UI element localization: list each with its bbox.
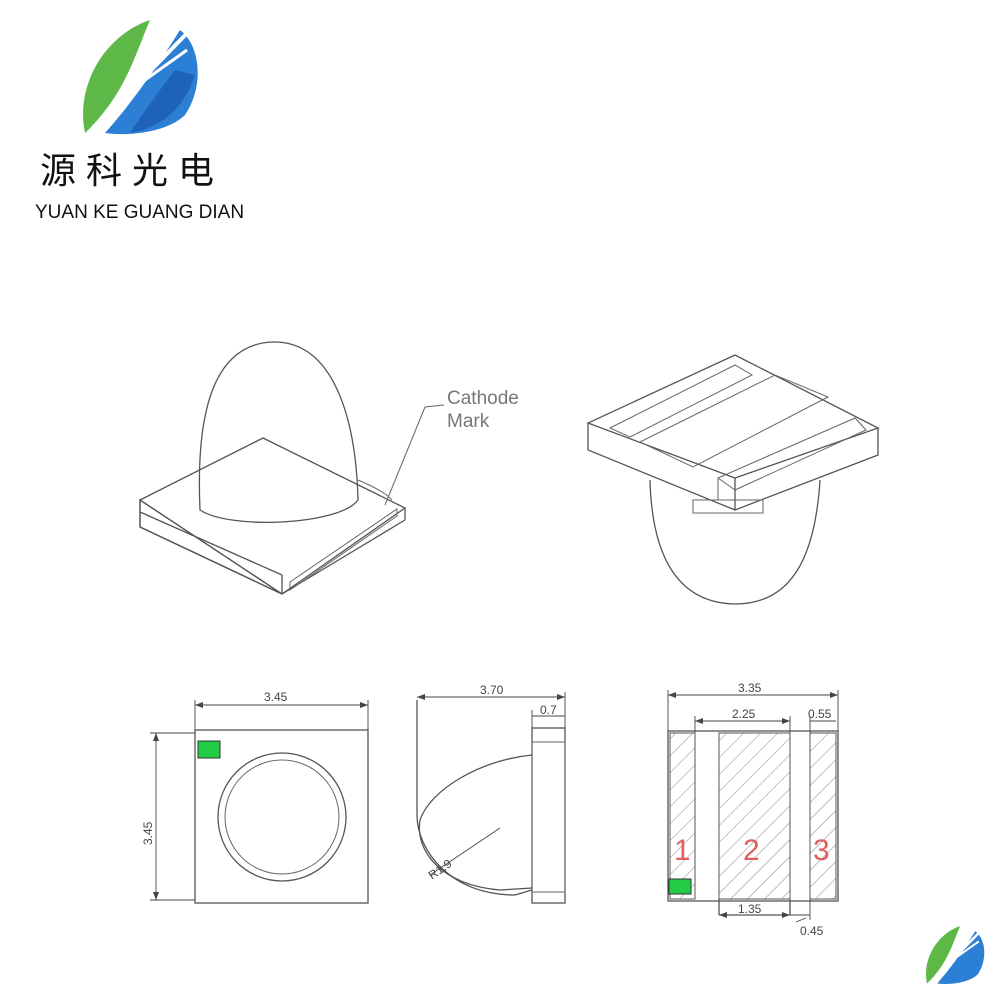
bottom-cathode-indicator [668, 878, 692, 895]
bottom-center-width-label: 1.35 [738, 902, 762, 916]
brand-name-english: YUAN KE GUANG DIAN [35, 202, 245, 223]
pad-1 [669, 732, 696, 900]
iso-led-dome-up [138, 341, 407, 595]
bottom-view: 1 2 3 3.35 2.25 0.55 1.35 0.45 [667, 681, 839, 938]
side-base-label: 0.7 [540, 703, 557, 717]
radius-label: R1.9 [426, 856, 455, 882]
bottom-gap-label: 0.45 [800, 924, 824, 938]
corner-logo-icon [926, 926, 985, 985]
pin-2-label: 2 [743, 834, 760, 867]
side-view: R1.9 3.70 0.7 [416, 683, 566, 904]
bottom-side-pad-label: 0.55 [808, 707, 832, 721]
pad-2 [718, 732, 791, 900]
cathode-mark-callout: Cathode Mark [384, 388, 519, 506]
company-logo-icon [83, 20, 198, 135]
iso-led-pads-up [586, 354, 880, 605]
side-length-label: 3.70 [480, 683, 504, 697]
top-view: 3.45 3.45 [141, 690, 369, 904]
pin-1-label: 1 [674, 834, 691, 867]
top-height-label: 3.45 [141, 821, 155, 845]
bottom-overall-label: 3.35 [738, 681, 762, 695]
top-width-label: 3.45 [264, 690, 288, 704]
callout-line2: Mark [447, 411, 490, 432]
brand-name-chinese: 源科光电 [40, 151, 225, 192]
callout-line1: Cathode [447, 388, 519, 409]
pin-3-label: 3 [813, 834, 830, 867]
pad-3 [809, 732, 837, 900]
bottom-center-pad-label: 2.25 [732, 707, 756, 721]
cathode-mark-indicator [197, 740, 221, 759]
